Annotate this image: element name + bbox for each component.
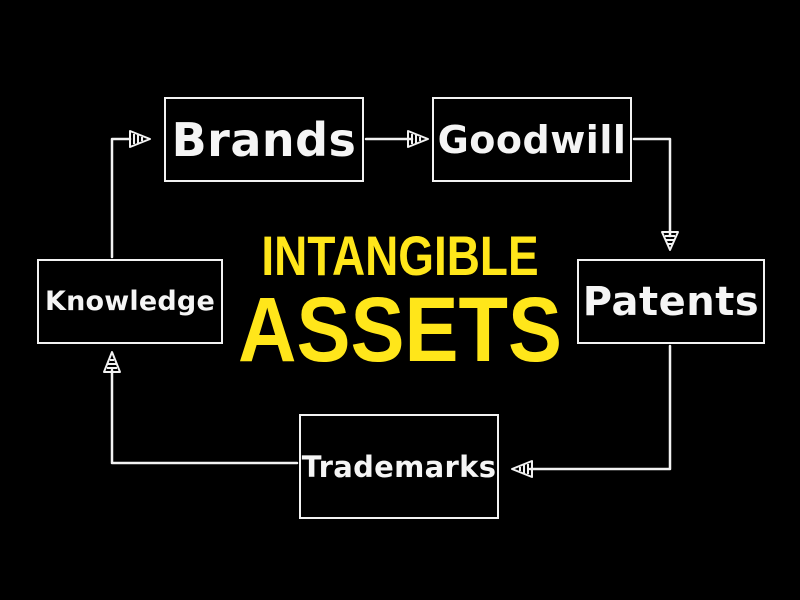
node-goodwill: Goodwill bbox=[432, 97, 632, 182]
arrowhead-brands-icon bbox=[129, 130, 151, 148]
arrowhead-goodwill-icon bbox=[407, 130, 429, 148]
connector-patents-trademarks bbox=[528, 344, 672, 471]
arrowhead-knowledge-icon bbox=[103, 351, 121, 373]
node-knowledge: Knowledge bbox=[37, 259, 223, 344]
connector-knowledge-brands bbox=[110, 137, 132, 259]
title-line-1: INTANGIBLE bbox=[261, 224, 539, 287]
arrowhead-patents-icon bbox=[661, 231, 679, 251]
node-patents: Patents bbox=[577, 259, 765, 344]
connector-trademarks-knowledge bbox=[110, 368, 299, 465]
node-patents-label: Patents bbox=[582, 278, 760, 325]
center-title: INTANGIBLE ASSETS bbox=[200, 224, 600, 381]
node-trademarks: Trademarks bbox=[299, 414, 499, 519]
node-goodwill-label: Goodwill bbox=[437, 117, 627, 162]
title-line-2: ASSETS bbox=[238, 279, 562, 381]
node-brands-label: Brands bbox=[171, 112, 357, 167]
arrowhead-trademarks-icon bbox=[511, 460, 533, 478]
node-brands: Brands bbox=[164, 97, 364, 182]
connector-goodwill-patents bbox=[632, 137, 672, 238]
node-knowledge-label: Knowledge bbox=[45, 286, 215, 317]
node-trademarks-label: Trademarks bbox=[301, 449, 497, 484]
